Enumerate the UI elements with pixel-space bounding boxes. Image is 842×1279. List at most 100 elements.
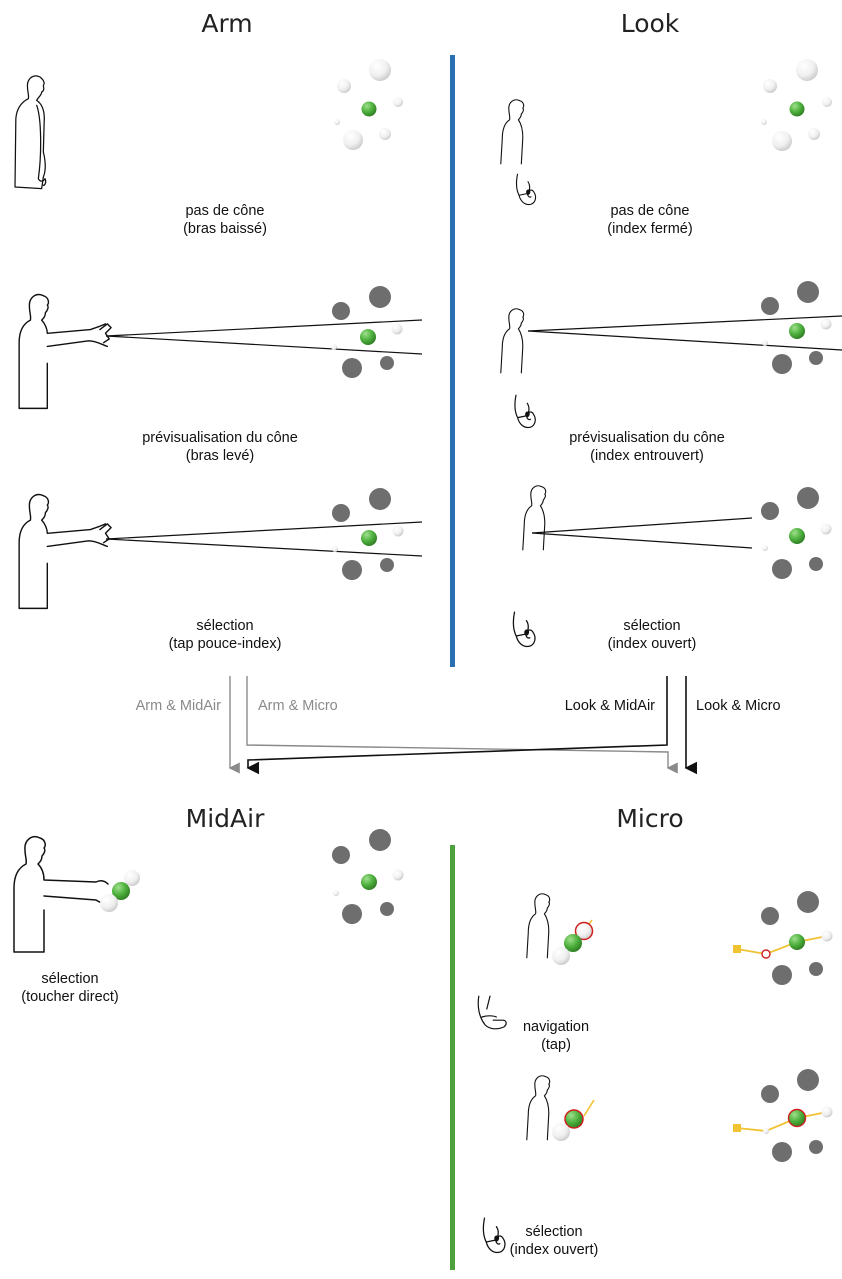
- sphere-white: [762, 545, 768, 551]
- sphere-cluster: [761, 281, 832, 374]
- look-step-2: prévisualisation du cône (index entrouve…: [500, 281, 842, 464]
- sphere-grey: [809, 351, 823, 365]
- sphere-cluster: [331, 286, 403, 378]
- caption-line2: (bras levé): [186, 448, 255, 464]
- sphere-grey: [369, 286, 391, 308]
- sphere-white: [331, 344, 337, 350]
- sphere-highlighted: [761, 949, 771, 959]
- sphere-white: [821, 1106, 833, 1118]
- sphere-white: [772, 131, 792, 151]
- heading-midair: MidAir: [186, 804, 265, 833]
- sphere-white: [763, 1128, 769, 1134]
- heading-arm: Arm: [201, 9, 252, 38]
- sphere-white: [552, 947, 570, 965]
- trajectory-line: [736, 1111, 828, 1132]
- label-look-micro: Look & Micro: [696, 698, 781, 714]
- sphere-white: [796, 59, 818, 81]
- cone-ray: [105, 335, 423, 355]
- cone-ray: [531, 532, 753, 549]
- sphere-white: [552, 1123, 570, 1141]
- sphere-target-selected: [564, 1109, 584, 1129]
- trajectory-line: [736, 935, 828, 955]
- sphere-cluster: [761, 59, 832, 151]
- sphere-grey: [332, 846, 350, 864]
- sphere-grey: [809, 1140, 823, 1154]
- sphere-grey: [809, 962, 823, 976]
- sphere-target-green: [564, 934, 582, 952]
- sphere-target-green: [361, 101, 377, 117]
- caption-line1: prévisualisation du cône: [569, 430, 725, 446]
- person-head-icon: [526, 1075, 551, 1141]
- sphere-grey: [380, 902, 394, 916]
- caption-line1: navigation: [523, 1019, 589, 1035]
- trajectory-preview: [733, 891, 833, 985]
- sphere-white: [392, 525, 404, 537]
- trajectory-segment: [583, 1099, 595, 1117]
- sphere-target-selected: [787, 1108, 807, 1128]
- sphere-target-green: [789, 323, 805, 339]
- arrow-look-midair: [246, 676, 668, 775]
- caption-line1: sélection: [41, 971, 98, 987]
- hand-open-icon: [512, 611, 536, 648]
- trajectory-start: [733, 1124, 741, 1132]
- sphere-grey: [342, 358, 362, 378]
- blue-divider: [450, 55, 455, 667]
- caption-line2: (index ouvert): [608, 636, 697, 652]
- sphere-grey: [809, 557, 823, 571]
- sphere-white: [124, 870, 140, 886]
- sphere-cluster: [332, 488, 404, 580]
- sphere-target-green: [789, 101, 805, 117]
- sphere-target-green: [361, 530, 377, 546]
- sphere-grey: [772, 354, 792, 374]
- person-arm-tap-icon: [18, 493, 112, 610]
- sphere-white: [822, 97, 832, 107]
- arm-step-3: sélection (tap pouce-index): [18, 488, 423, 652]
- sphere-grey: [761, 297, 779, 315]
- arm-step-1: pas de cône (bras baissé): [14, 59, 403, 237]
- midair-step-1: sélection (toucher direct): [13, 829, 404, 1005]
- sphere-grey: [332, 504, 350, 522]
- sphere-cluster: [332, 829, 404, 924]
- sphere-white: [391, 323, 403, 335]
- caption-line2: (index ouvert): [510, 1242, 599, 1258]
- sphere-target-green: [789, 528, 805, 544]
- sphere-grey: [761, 502, 779, 520]
- cone-ray: [105, 319, 423, 337]
- hand-half-open-icon: [514, 394, 536, 429]
- sphere-grey: [797, 487, 819, 509]
- sphere-grey: [761, 1085, 779, 1103]
- sphere-grey: [369, 488, 391, 510]
- look-step-3: sélection (index ouvert): [512, 485, 832, 652]
- trajectory-preview: [733, 1069, 833, 1162]
- person-direct-touch-icon: [13, 836, 111, 953]
- sphere-grey: [380, 356, 394, 370]
- sphere-target-green: [361, 874, 377, 890]
- sphere-grey: [797, 1069, 819, 1091]
- hand-open-icon: [482, 1217, 506, 1254]
- heading-micro: Micro: [616, 804, 683, 833]
- sphere-grey: [369, 829, 391, 851]
- caption-line1: sélection: [623, 618, 680, 634]
- caption-line2: (index fermé): [607, 221, 692, 237]
- cone-ray: [105, 538, 423, 557]
- sphere-white: [763, 79, 777, 93]
- sphere-grey: [342, 904, 362, 924]
- caption-line2: (bras baissé): [183, 221, 267, 237]
- micro-step-2: sélection (index ouvert): [482, 1069, 833, 1258]
- caption-line2: (tap): [541, 1037, 571, 1053]
- sphere-white: [343, 130, 363, 150]
- sphere-grey: [761, 907, 779, 925]
- sphere-white: [100, 894, 118, 912]
- hand-tap-icon: [477, 995, 507, 1030]
- sphere-white: [392, 869, 404, 881]
- sphere-target-green: [112, 882, 130, 900]
- sphere-target-green: [789, 934, 805, 950]
- sphere-white: [761, 119, 767, 125]
- arrow-arm-micro: [246, 676, 678, 774]
- caption-line1: pas de cône: [610, 203, 689, 219]
- cone-ray: [105, 521, 423, 540]
- sphere-grey: [342, 560, 362, 580]
- label-arm-micro: Arm & Micro: [258, 698, 338, 714]
- sphere-grey: [772, 559, 792, 579]
